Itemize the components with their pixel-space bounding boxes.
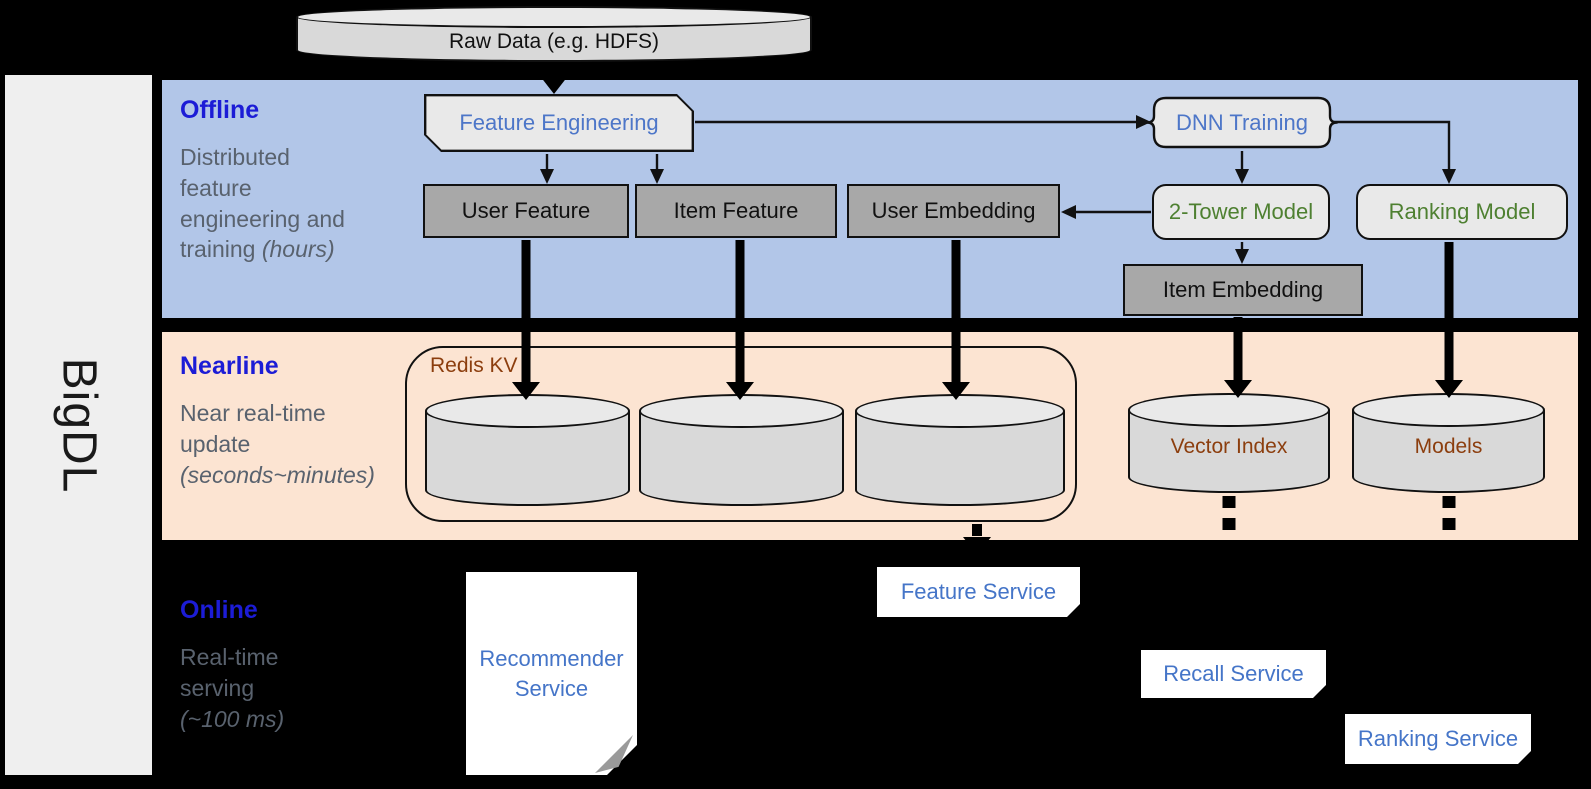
dnn-training-shape [1145,96,1339,149]
vector-index-store: Vector Index [1128,393,1330,493]
cylinder-top [1352,393,1545,427]
recommender-service-node: Recommender Service [466,572,637,775]
ranking-service-node: Ranking Service [1345,714,1531,764]
item-embedding-node: Item Embedding [1123,264,1363,316]
cylinder-top [855,394,1065,428]
item-feature-node: Item Feature [635,184,837,238]
models-store: Models [1352,393,1545,493]
dnn-training-node [1145,96,1339,149]
item-embedding-label: Item Embedding [1162,277,1324,302]
nearline-title: Nearline [180,352,279,380]
online-description: Real-time serving (~100 ms) [180,642,310,734]
cylinder-top [425,394,630,428]
user-embedding-label: User Embedding [871,198,1036,223]
dnn-training-label: DNN Training [1175,109,1309,135]
user-feature-label: User Feature [461,198,591,223]
cylinder-top [1128,393,1330,427]
user-feature-node: User Feature [423,184,629,238]
two-tower-model-node: 2-Tower Model [1152,184,1330,240]
raw-data-cylinder-top [296,6,812,28]
redis-kv-label: Redis KV [430,354,518,377]
offline-description: Distributed feature engineering and trai… [180,142,358,265]
online-title: Online [180,596,258,624]
models-label: Models [1414,435,1483,458]
recall-service-node: Recall Service [1141,650,1326,698]
nearline-description-latency: (seconds~minutes) [180,461,375,488]
ranking-service-label: Ranking Service [1357,726,1519,751]
two-tower-model-label: 2-Tower Model [1168,199,1314,224]
cylinder-top [639,394,844,428]
feature-service-label: Feature Service [900,579,1057,604]
bigdl-label: BigDL [51,357,105,493]
nearline-description: Near real-time update (seconds~minutes) [180,398,388,490]
vector-index-label: Vector Index [1170,435,1288,458]
ranking-model-label: Ranking Model [1388,199,1536,224]
item-feature-label: Item Feature [673,198,799,223]
redis-shard-cylinder-1 [425,394,630,506]
nearline-description-text: Near real-time update [180,400,326,457]
bigdl-brand-panel: BigDL [5,75,152,775]
online-description-text: Real-time serving [180,644,279,701]
feature-service-node: Feature Service [877,567,1080,617]
raw-data-store: Raw Data (e.g. HDFS) [296,6,812,62]
ranking-model-node: Ranking Model [1356,184,1568,240]
redis-shard-cylinder-2 [639,394,844,506]
offline-description-latency: (hours) [261,236,335,263]
recommender-service-label: Recommender Service [479,645,624,701]
recall-service-label: Recall Service [1163,661,1304,686]
online-description-latency: (~100 ms) [180,705,285,732]
user-embedding-node: User Embedding [847,184,1060,238]
feature-engineering-node: Feature Engineering [424,94,694,152]
redis-shard-cylinder-3 [855,394,1065,506]
feature-engineering-label: Feature Engineering [426,96,691,149]
raw-data-label: Raw Data (e.g. HDFS) [448,30,660,53]
offline-title: Offline [180,96,260,124]
offline-description-text: Distributed feature engineering and trai… [180,144,345,263]
